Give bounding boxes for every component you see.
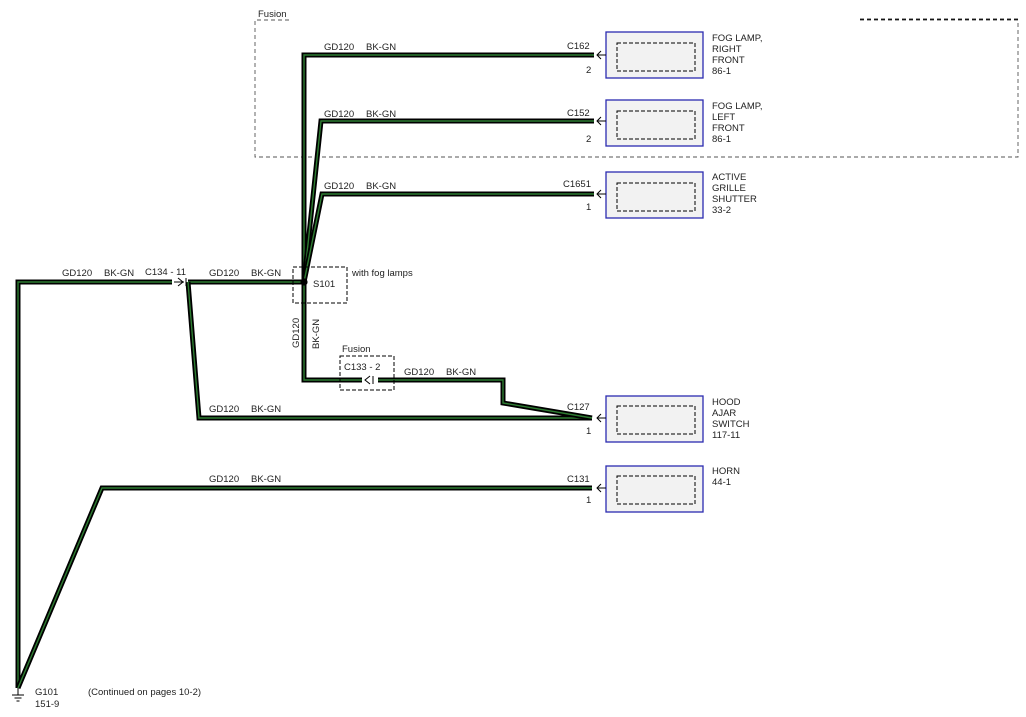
- wire-label-c133-hood: GD120 BK-GN: [404, 367, 476, 378]
- wire-code: GD120: [62, 268, 92, 279]
- component-name-line: AJAR: [712, 408, 736, 419]
- ground-symbol-icon: [12, 688, 24, 702]
- component-name-line: 33-2: [712, 205, 731, 216]
- connector-id: C152: [567, 108, 590, 119]
- fusion-region-outline: [254, 19, 1019, 158]
- component-name-line: 117-11: [712, 430, 740, 441]
- component-name-line: GRILLE: [712, 183, 746, 194]
- wire-code: GD120: [404, 367, 434, 378]
- wire-label-horn: GD120 BK-GN: [209, 474, 281, 485]
- splice-dot-icon: [300, 278, 308, 286]
- wire-color: BK-GN: [251, 474, 281, 485]
- wire-color: BK-GN: [311, 319, 322, 349]
- splice-note: with fog lamps: [351, 268, 413, 279]
- component-hood-ajar-switch: C127 1 HOOD AJAR SWITCH 117-11: [567, 395, 750, 443]
- wire-color: BK-GN: [251, 404, 281, 415]
- wire-color: BK-GN: [446, 367, 476, 378]
- component-name-line: FOG LAMP,: [712, 101, 763, 112]
- component-fog-lamp-right: C162 2 FOG LAMP, RIGHT FRONT 86-1: [567, 31, 763, 79]
- wire-label-c134-splice: GD120 BK-GN: [209, 268, 281, 279]
- component-inner: [616, 405, 696, 435]
- wire-code: GD120: [209, 404, 239, 415]
- component-fog-lamp-left: C152 2 FOG LAMP, LEFT FRONT 86-1: [567, 99, 763, 147]
- splice-option-box: [292, 266, 348, 304]
- wire-code: GD120: [209, 474, 239, 485]
- wire-label-hood: GD120 BK-GN: [209, 404, 281, 415]
- wire-color: BK-GN: [366, 109, 396, 120]
- wire-color: BK-GN: [366, 181, 396, 192]
- wire-label-top-left: GD120 BK-GN: [62, 268, 134, 279]
- pin-number: 2: [586, 65, 591, 76]
- c133-fusion-label: Fusion: [342, 344, 371, 355]
- wire-code: GD120: [324, 109, 354, 120]
- component-inner: [616, 110, 696, 140]
- wire-label-fog-left: GD120 BK-GN: [324, 109, 396, 120]
- wire-color: BK-GN: [104, 268, 134, 279]
- component-name-line: LEFT: [712, 112, 735, 123]
- c133-label: C133 - 2: [344, 362, 380, 373]
- component-name-line: 44-1: [712, 477, 731, 488]
- c133-fusion-box: [339, 355, 395, 391]
- component-name-line: HOOD: [712, 397, 741, 408]
- component-name-line: HORN: [712, 466, 740, 477]
- component-name-line: SWITCH: [712, 419, 750, 430]
- splice-id: S101: [313, 279, 335, 290]
- wire-code: GD120: [209, 268, 239, 279]
- component-inner: [616, 182, 696, 212]
- connector-id: C131: [567, 474, 590, 485]
- component-name-line: SHUTTER: [712, 194, 757, 205]
- connector-arrow-icon: [364, 375, 374, 385]
- component-active-grille-shutter: C1651 1 ACTIVE GRILLE SHUTTER 33-2: [563, 171, 757, 219]
- wire-code: GD120: [324, 181, 354, 192]
- component-name-line: 86-1: [712, 134, 731, 145]
- pin-number: 2: [586, 134, 591, 145]
- wire-label-grille: GD120 BK-GN: [324, 181, 396, 192]
- wire-label-fog-right: GD120 BK-GN: [324, 42, 396, 53]
- connector-id: C1651: [563, 179, 591, 190]
- component-inner: [616, 42, 696, 72]
- c134-label: C134 - 11: [145, 267, 186, 278]
- continued-note: (Continued on pages 10-2): [88, 687, 201, 698]
- component-name-line: FRONT: [712, 55, 745, 66]
- component-name-line: 86-1: [712, 66, 731, 77]
- component-name-line: RIGHT: [712, 44, 742, 55]
- fusion-region-label: Fusion: [258, 9, 287, 20]
- wire-group: [15, 52, 594, 689]
- pin-number: 1: [586, 202, 591, 213]
- wire-color: BK-GN: [366, 42, 396, 53]
- component-horn: C131 1 HORN 44-1: [567, 465, 740, 513]
- pin-number: 1: [586, 495, 591, 506]
- connector-id: C127: [567, 402, 590, 413]
- component-name-line: ACTIVE: [712, 172, 746, 183]
- component-name-line: FOG LAMP,: [712, 33, 763, 44]
- ground-ref: 151-9: [35, 699, 59, 710]
- component-name-line: FRONT: [712, 123, 745, 134]
- wire-code: GD120: [324, 42, 354, 53]
- ground-id: G101: [35, 687, 58, 698]
- component-inner: [616, 475, 696, 505]
- wire-code: GD120: [291, 318, 302, 348]
- connector-arrow-icon: [174, 277, 187, 287]
- connector-id: C162: [567, 41, 590, 52]
- wire-label-vertical: GD120 BK-GN: [291, 318, 322, 349]
- wire-color: BK-GN: [251, 268, 281, 279]
- pin-number: 1: [586, 426, 591, 437]
